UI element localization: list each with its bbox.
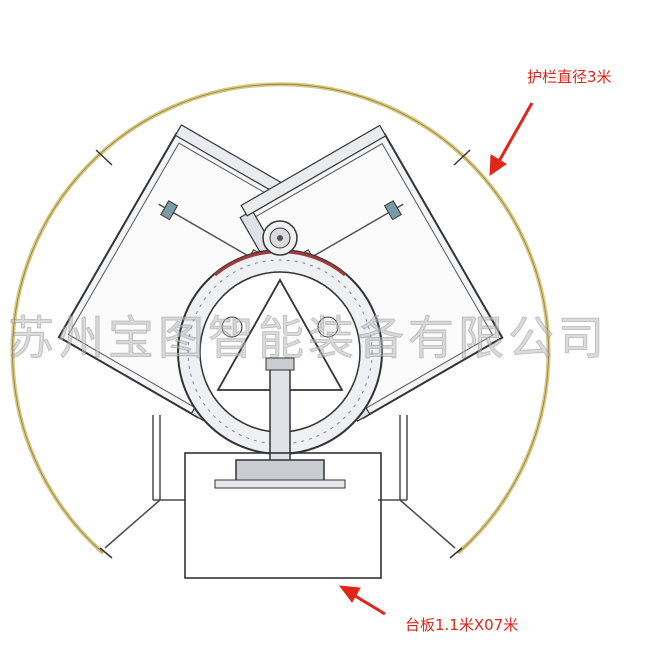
callout-arrows (338, 102, 534, 616)
platform-board (184, 452, 382, 579)
guardrail-ticks (95, 149, 471, 559)
platform-size-label: 台板1.1米X07米 (405, 616, 519, 634)
rotary-table (177, 249, 383, 455)
gear-icon (262, 220, 298, 256)
robot-arm (214, 357, 346, 489)
guardrail-diameter-label: 护栏直径3米 (527, 68, 612, 86)
support-frame (104, 415, 456, 549)
